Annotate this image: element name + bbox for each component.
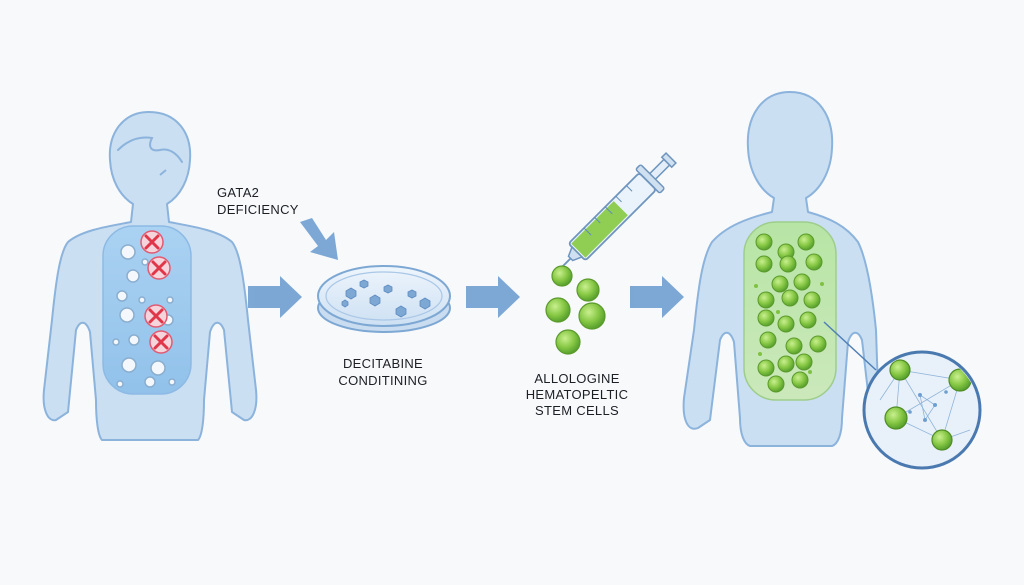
deficiency-line-1: GATA2 (217, 185, 260, 200)
deficiency-label: GATA2 DEFICIENCY (217, 185, 299, 217)
arrow-down-right-icon (300, 218, 338, 260)
patient-after (682, 91, 879, 447)
patient-before (42, 111, 258, 441)
transplant-line-3: STEM CELLS (535, 403, 619, 418)
transplant-line-1: ALLOLOGINE (534, 371, 620, 386)
marrow-cells (112, 244, 176, 388)
petri-dish-icon (317, 265, 451, 333)
conditioning-line-2: CONDITINING (338, 373, 428, 388)
arrow-right-icon (630, 276, 684, 318)
conditioning-label: DECITABINE CONDITINING (338, 356, 427, 388)
x-mark-icon (140, 230, 173, 354)
transplant-line-2: HEMATOPELTIC (525, 387, 629, 402)
syringe-icon (552, 152, 677, 277)
stem-cells-injected (545, 265, 606, 355)
deficiency-line-2: DEFICIENCY (217, 202, 299, 217)
conditioning-line-1: DECITABINE (342, 356, 424, 371)
arrow-right-icon (466, 276, 520, 318)
magnifier-inset-icon (823, 321, 982, 470)
transplant-label: ALLOLOGINE HEMATOPELTIC STEM CELLS (526, 371, 629, 418)
engrafted-cells (755, 233, 827, 393)
flow-arrows (248, 218, 684, 318)
arrow-right-icon (248, 276, 302, 318)
